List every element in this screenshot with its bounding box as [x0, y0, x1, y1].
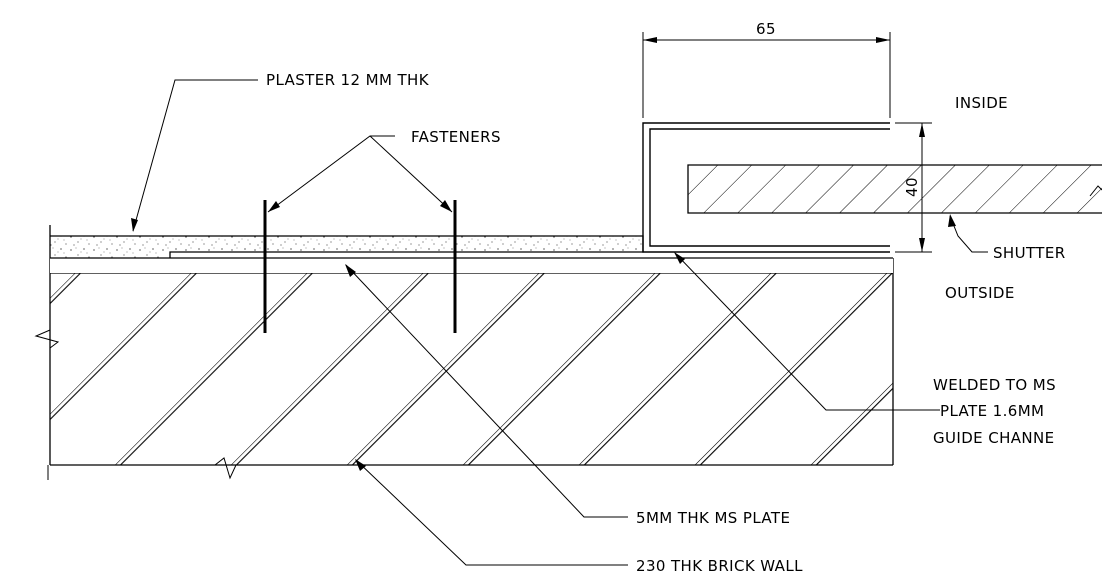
- label-welded-line1: WELDED TO MS: [933, 376, 1056, 394]
- label-shutter: SHUTTER: [993, 244, 1066, 262]
- label-ms-plate: 5MM THK MS PLATE: [636, 509, 790, 527]
- plaster-layer: [50, 235, 644, 258]
- dimension-width-value: 65: [756, 20, 776, 38]
- fasteners: [263, 200, 457, 333]
- label-welded-line2: PLATE 1.6MM: [940, 402, 1044, 420]
- label-inside: INSIDE: [955, 94, 1008, 112]
- ms-plate: [50, 257, 893, 273]
- dimension-width: 65: [642, 20, 891, 118]
- guide-channel: [642, 122, 890, 253]
- dimension-height-value: 40: [903, 177, 921, 197]
- label-outside: OUTSIDE: [945, 284, 1015, 302]
- label-welded-line3: GUIDE CHANNE: [933, 429, 1055, 447]
- brick-wall: [34, 225, 894, 480]
- label-fasteners: FASTENERS: [411, 128, 501, 146]
- shutter-panel: [687, 164, 1102, 214]
- label-brick-wall: 230 THK BRICK WALL: [636, 557, 803, 575]
- dimension-height: 40: [895, 122, 932, 253]
- label-plaster: PLASTER 12 MM THK: [266, 71, 430, 89]
- leaders: [131, 79, 988, 566]
